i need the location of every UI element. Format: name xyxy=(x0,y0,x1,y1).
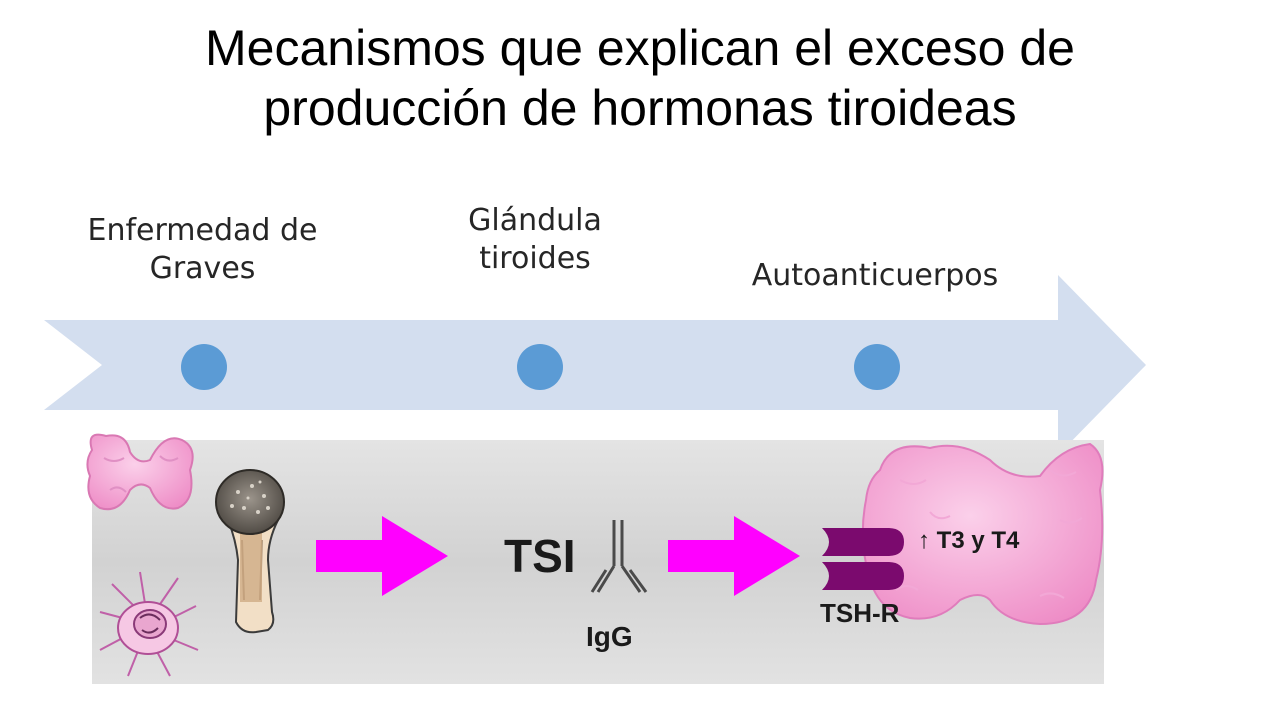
slide-title: Mecanismos que explican el exceso de pro… xyxy=(40,18,1240,138)
process-arrow-1 xyxy=(316,516,448,596)
tsh-r-label: TSH-R xyxy=(820,598,900,628)
step-3-line-1: Autoanticuerpos xyxy=(751,258,999,293)
igg-label: IgG xyxy=(586,621,633,652)
timeline-dot-2 xyxy=(517,344,563,390)
tsi-label: TSI xyxy=(504,530,576,582)
timeline-dot-1 xyxy=(181,344,227,390)
title-line-1: Mecanismos que explican el exceso de xyxy=(205,20,1075,76)
bone-marrow-icon xyxy=(215,469,285,634)
step-2-line-2: tiroides xyxy=(479,241,591,276)
timeline-dot-3 xyxy=(854,344,900,390)
step-label-autoantibodies: Autoanticuerpos xyxy=(720,257,1030,295)
step-1-line-1: Enfermedad de xyxy=(87,213,318,248)
step-label-thyroid: Glándula tiroides xyxy=(420,202,650,278)
step-label-graves: Enfermedad de Graves xyxy=(60,212,345,288)
small-thyroid-icon xyxy=(86,433,194,511)
step-2-line-1: Glándula xyxy=(468,203,602,238)
process-arrow-2 xyxy=(668,516,800,596)
step-1-line-2: Graves xyxy=(149,251,256,286)
tsh-receptor-icon xyxy=(822,528,904,590)
immune-cell-icon xyxy=(99,571,199,677)
title-line-2: producción de hormonas tiroideas xyxy=(263,80,1017,136)
igg-antibody-icon xyxy=(590,520,648,593)
timeline-arrow xyxy=(44,275,1146,455)
t3-t4-label: ↑ T3 y T4 xyxy=(918,527,1020,554)
